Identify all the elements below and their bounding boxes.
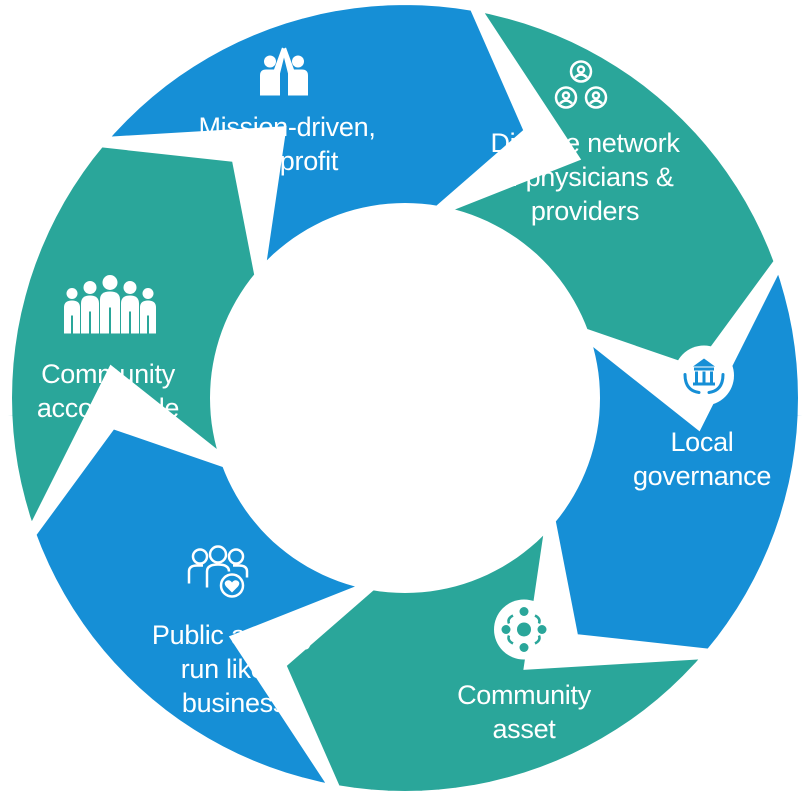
- segment-label-agency: Public agency run like a business: [151, 620, 317, 718]
- group-heart-icon: [185, 544, 251, 605]
- crowd-icon: [60, 274, 160, 341]
- community-circle-icon: [493, 599, 555, 666]
- segment-label-network: Diverse network of physicians & provider…: [490, 128, 680, 226]
- segment-accountable: [1, 136, 265, 548]
- hands-building-icon: [673, 345, 735, 412]
- segment-label-governance: Local governance: [632, 427, 772, 491]
- segment-label-mission: Mission-driven, not profit: [198, 112, 376, 176]
- segment-label-accountable: Community accountable: [36, 359, 180, 423]
- high-five-icon: [254, 44, 314, 101]
- segment-label-asset: Community asset: [457, 680, 591, 744]
- people-network-icon: [553, 60, 609, 117]
- center-hole: [217, 210, 593, 586]
